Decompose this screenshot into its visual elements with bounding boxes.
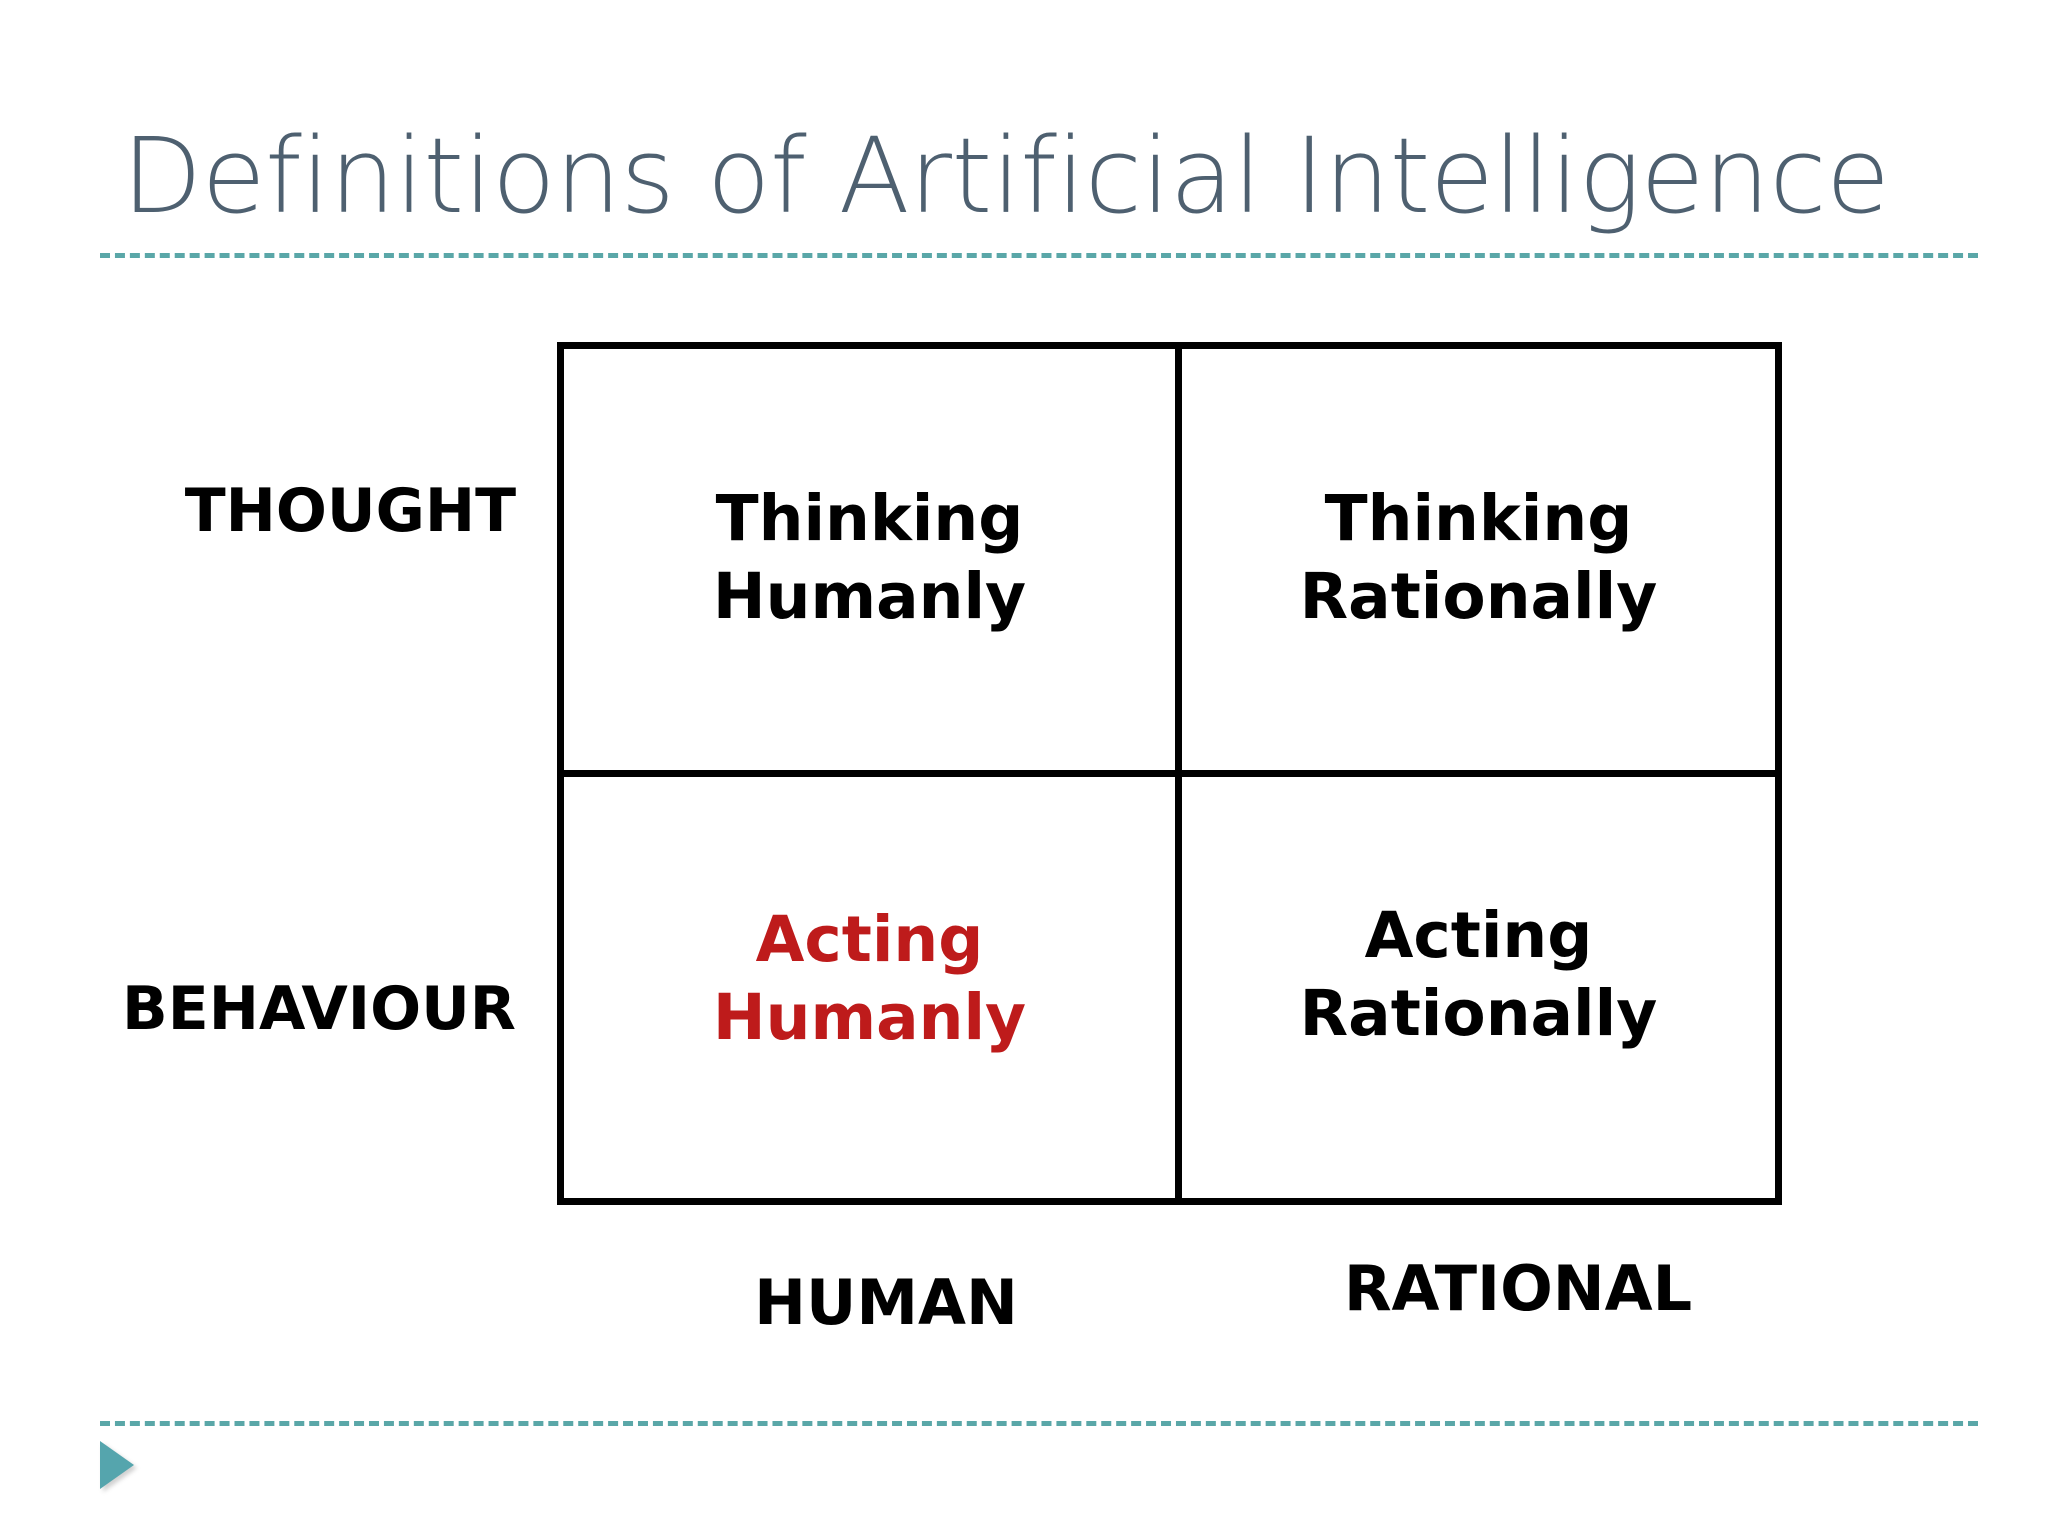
- matrix-cell-thinking-humanly: Thinking Humanly: [712, 481, 1027, 633]
- definitions-quadrant-matrix: Thinking Humanly Thinking Rationally Act…: [557, 342, 1782, 1205]
- row-label-behaviour: BEHAVIOUR: [122, 974, 516, 1044]
- column-label-rational: RATIONAL: [1343, 1252, 1693, 1325]
- matrix-cell-acting-humanly: Acting Humanly: [564, 770, 1175, 1198]
- title-divider-dashed-rule: [100, 253, 1978, 258]
- row-label-thought: THOUGHT: [184, 476, 516, 546]
- column-label-human: HUMAN: [754, 1266, 1018, 1339]
- matrix-cell-acting-rationally: Acting Rationally: [1175, 770, 1775, 1198]
- play-triangle-icon[interactable]: [100, 1441, 134, 1489]
- matrix-cell-thinking-rationally: Thinking Rationally: [1175, 349, 1775, 770]
- footer-divider-dashed-rule: [100, 1421, 1978, 1426]
- page-title: Definitions of Artificial Intelligence: [122, 115, 1890, 237]
